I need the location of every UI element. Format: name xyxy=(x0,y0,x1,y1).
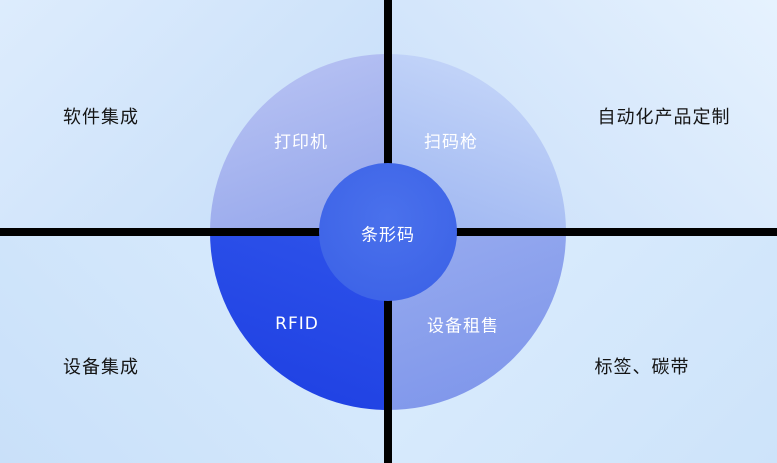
ring-label-rental: 设备租售 xyxy=(427,316,499,337)
ring-label-printer: 打印机 xyxy=(274,132,328,153)
ring-label-scanner: 扫码枪 xyxy=(424,132,478,153)
center-label-barcode: 条形码 xyxy=(361,225,415,246)
corner-label-automation-customization: 自动化产品定制 xyxy=(597,107,731,128)
ring-circle xyxy=(210,54,566,410)
corner-label-labels-ribbons: 标签、碳带 xyxy=(594,357,690,378)
ring-label-rfid: RFID xyxy=(275,314,319,334)
corner-label-device-integration: 设备集成 xyxy=(63,357,139,378)
corner-label-software-integration: 软件集成 xyxy=(63,107,139,128)
center-circle xyxy=(319,163,457,301)
